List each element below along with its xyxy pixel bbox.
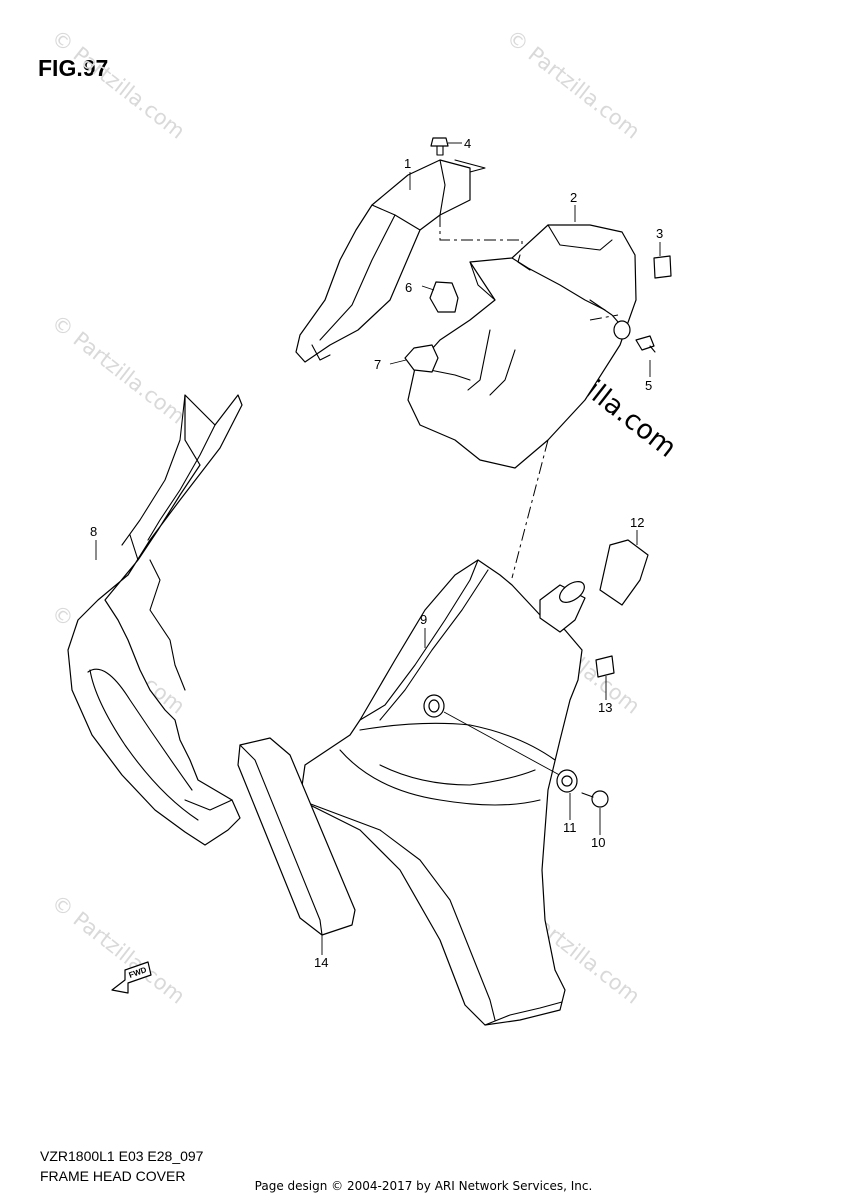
- part-9-lower-cover: [299, 559, 586, 1026]
- part-2-upper-cover: [407, 224, 637, 469]
- callout-9: 9: [420, 612, 427, 627]
- callout-10: 10: [591, 835, 605, 850]
- callout-3: 3: [656, 226, 663, 241]
- callout-12: 12: [630, 515, 644, 530]
- part-14-pad: [237, 737, 356, 936]
- part-10-screw: [581, 790, 609, 808]
- callout-11: 11: [563, 820, 577, 835]
- callout-7: 7: [374, 357, 381, 372]
- part-4-bolt: [430, 137, 449, 156]
- figure-title: FIG.97: [38, 55, 109, 81]
- callout-1: 1: [404, 156, 411, 171]
- part-7-pad: [404, 344, 439, 373]
- part-8-side-cover: [67, 394, 243, 846]
- watermark: © Partzilla.com: [47, 310, 189, 429]
- footer-copyright: Page design © 2004-2017 by ARI Network S…: [254, 1179, 593, 1193]
- callout-2: 2: [570, 190, 577, 205]
- callout-8: 8: [90, 524, 97, 539]
- fwd-arrow: FWD: [111, 961, 152, 994]
- callout-4: 4: [464, 136, 471, 151]
- part-12-pad: [599, 539, 649, 606]
- part-11-grommet: [556, 769, 578, 793]
- model-code: VZR1800L1 E03 E28_097: [40, 1148, 204, 1164]
- part-5-screw: [635, 335, 656, 353]
- part-13-tab: [595, 655, 615, 678]
- part-1-bracket: [295, 159, 486, 363]
- watermark: © Partzilla.com: [502, 25, 644, 144]
- watermarks: © Partzilla.com © Partzilla.com © Partzi…: [47, 25, 644, 1009]
- callout-5: 5: [645, 378, 652, 393]
- part-6-pad: [429, 281, 459, 313]
- callout-14: 14: [314, 955, 328, 970]
- watermark: © Partzilla.com: [47, 25, 189, 144]
- figure-caption: FRAME HEAD COVER: [40, 1168, 186, 1184]
- callout-6: 6: [405, 280, 412, 295]
- callout-13: 13: [598, 700, 612, 715]
- part-3-tab: [653, 255, 672, 279]
